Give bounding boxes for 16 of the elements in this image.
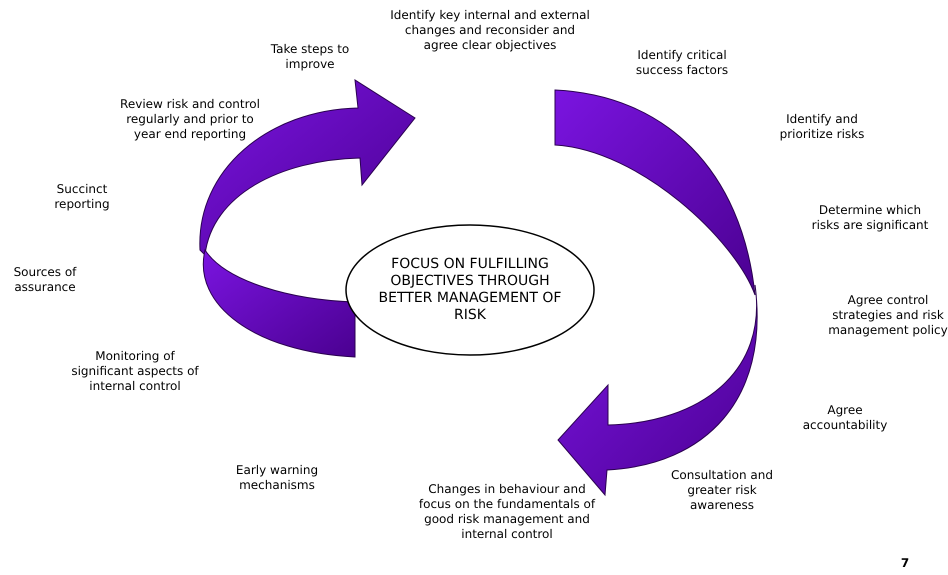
step-label: Identify key internal and external changes and reconsider and agree clear objectives: [390, 8, 590, 53]
step-label: Sources of assurance: [12, 265, 78, 295]
step-label: Agree accountability: [802, 403, 888, 433]
page-number: 7: [900, 556, 910, 571]
step-label: Changes in behaviour and focus on the fundamentals of good risk management and internal control: [418, 482, 596, 542]
step-label: Identify critical success factors: [634, 48, 730, 78]
step-label: Agree control strategies and risk management policy: [828, 293, 948, 338]
step-label: Identify and prioritize risks: [778, 112, 866, 142]
step-label: Succinct reporting: [53, 182, 111, 212]
step-label: Determine which risks are significant: [810, 203, 930, 233]
step-label: Review risk and control regularly and prior to year end reporting: [120, 97, 260, 142]
step-label: Take steps to improve: [270, 42, 350, 72]
focus-text: FOCUS ON FULFILLING OBJECTIVES THROUGH BETTER MANAGEMENT OF RISK: [378, 256, 562, 324]
step-label: Early warning mechanisms: [234, 463, 320, 493]
step-label: Consultation and greater risk awareness: [670, 468, 774, 513]
step-label: Monitoring of significant aspects of internal control: [70, 349, 200, 394]
